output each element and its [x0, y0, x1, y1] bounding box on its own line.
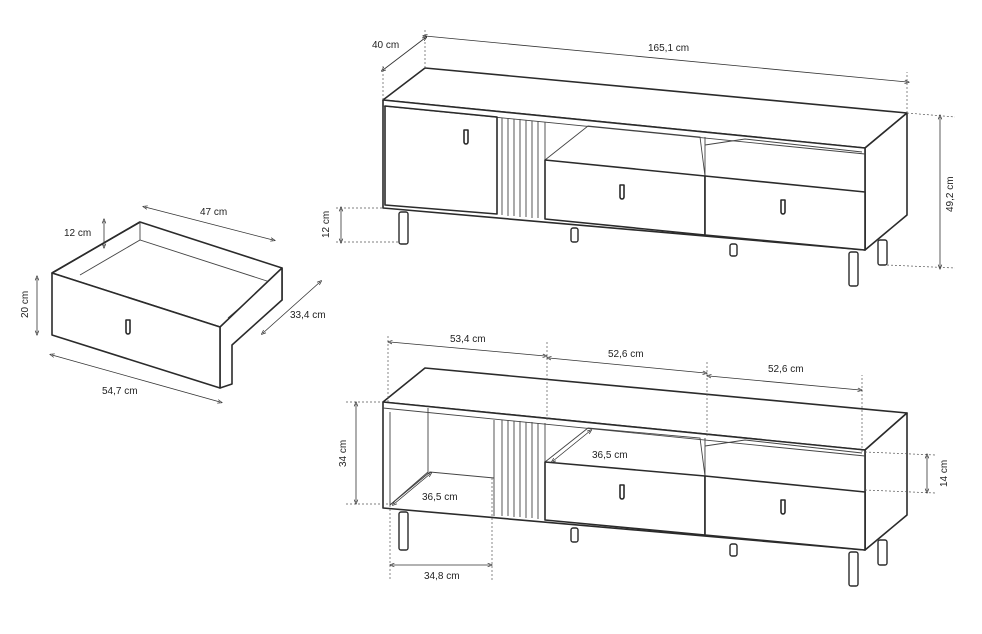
- tv-stand-open-view: [382, 367, 908, 587]
- dim-drawer-inner-height: 12 cm: [64, 228, 91, 239]
- drawer-handle-icon: [780, 199, 786, 215]
- dim-bottom-section-left: 53,4 cm: [450, 334, 486, 345]
- drawer-handle-icon: [780, 499, 786, 515]
- dim-drawer-front-width: 54,7 cm: [102, 386, 138, 397]
- dim-top-height: 49,2 cm: [945, 176, 956, 212]
- dim-drawer-depth: 33,4 cm: [290, 310, 326, 321]
- dim-drawer-front-height: 20 cm: [20, 291, 31, 318]
- drawer-drawing: [51, 221, 283, 389]
- drawer-handle-icon: [125, 319, 131, 335]
- dim-drawer-inner-width: 47 cm: [200, 207, 227, 218]
- dim-bottom-right-shelf-height: 14 cm: [939, 460, 950, 487]
- door-handle-icon: [463, 129, 469, 145]
- dim-bottom-left-width: 34,8 cm: [424, 571, 460, 582]
- dim-shelf-depth-left: 36,5 cm: [422, 492, 458, 503]
- drawer-handle-icon: [619, 184, 625, 200]
- tv-stand-front-view: [382, 67, 908, 287]
- dim-top-width: 165,1 cm: [648, 43, 689, 54]
- drawer-handle-icon: [619, 484, 625, 500]
- dim-bottom-section-middle: 52,6 cm: [608, 349, 644, 360]
- dim-bottom-section-right: 52,6 cm: [768, 364, 804, 375]
- dim-shelf-depth-middle: 36,5 cm: [592, 450, 628, 461]
- dim-top-leg-height: 12 cm: [321, 211, 332, 238]
- dim-top-depth: 40 cm: [372, 40, 399, 51]
- dim-bottom-left-height: 34 cm: [338, 440, 349, 467]
